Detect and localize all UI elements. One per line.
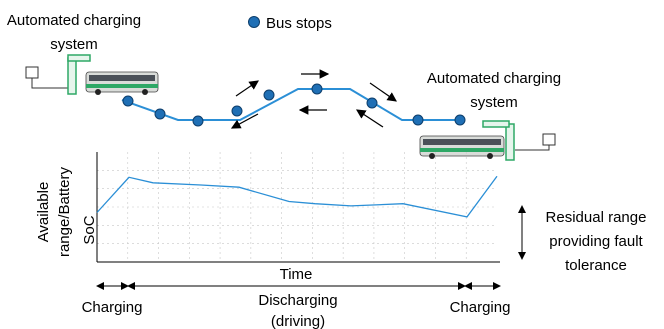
y-axis-label-line2: range/Battery bbox=[56, 166, 73, 257]
bus-stop-legend-marker bbox=[248, 16, 260, 28]
bus-stop-marker bbox=[231, 105, 243, 117]
bus-stop-marker bbox=[454, 114, 466, 126]
phase-charging-left-label: Charging bbox=[82, 299, 143, 316]
residual-range-label-line3: tolerance bbox=[565, 257, 627, 274]
direction-arrows bbox=[230, 69, 397, 129]
bus-stop-marker bbox=[192, 115, 204, 127]
bus-stops bbox=[122, 83, 466, 127]
bus-left-icon bbox=[85, 71, 159, 95]
charging-station-right bbox=[482, 120, 556, 161]
x-axis-label: Time bbox=[280, 266, 313, 283]
bus-stop-marker bbox=[412, 114, 424, 126]
charging-mast-left-icon bbox=[67, 57, 77, 95]
charging-system-right-label-line2: system bbox=[470, 94, 518, 111]
charger-box-right-icon bbox=[542, 133, 556, 146]
y-axis-label-line3: SoC bbox=[81, 215, 98, 244]
phase-discharging-label-line1: Discharging bbox=[258, 292, 337, 309]
bus-stop-marker bbox=[122, 95, 134, 107]
bus-right-icon bbox=[419, 135, 505, 159]
direction-arrow-icon bbox=[230, 113, 259, 129]
bus-stop-marker bbox=[154, 108, 166, 120]
direction-arrow-icon bbox=[235, 80, 259, 97]
charger-box-left-icon bbox=[25, 66, 39, 79]
charging-mast-right-icon bbox=[505, 123, 515, 161]
phase-discharging-label-line2: (driving) bbox=[271, 313, 325, 329]
chart-grid bbox=[97, 152, 497, 262]
charging-system-left-label-line2: system bbox=[50, 36, 98, 53]
bus-stop-marker bbox=[311, 83, 323, 95]
bus-stop-marker bbox=[263, 89, 275, 101]
phase-charging-right-label: Charging bbox=[450, 299, 511, 316]
charging-system-left-label-line1: Automated charging bbox=[7, 12, 141, 29]
y-axis-label-line1: Available bbox=[35, 182, 52, 243]
residual-range-label-line1: Residual range bbox=[546, 209, 647, 226]
soc-series-line bbox=[96, 175, 498, 218]
bus-stops-legend-label: Bus stops bbox=[266, 15, 332, 32]
charging-system-right-label-line1: Automated charging bbox=[427, 70, 561, 87]
bus-route-line bbox=[121, 88, 460, 121]
residual-range-label-line2: providing fault bbox=[549, 233, 643, 250]
bus-stop-marker bbox=[366, 97, 378, 109]
direction-arrow-icon bbox=[369, 82, 397, 102]
direction-arrow-icon bbox=[355, 109, 384, 128]
charging-station-left bbox=[25, 54, 91, 95]
